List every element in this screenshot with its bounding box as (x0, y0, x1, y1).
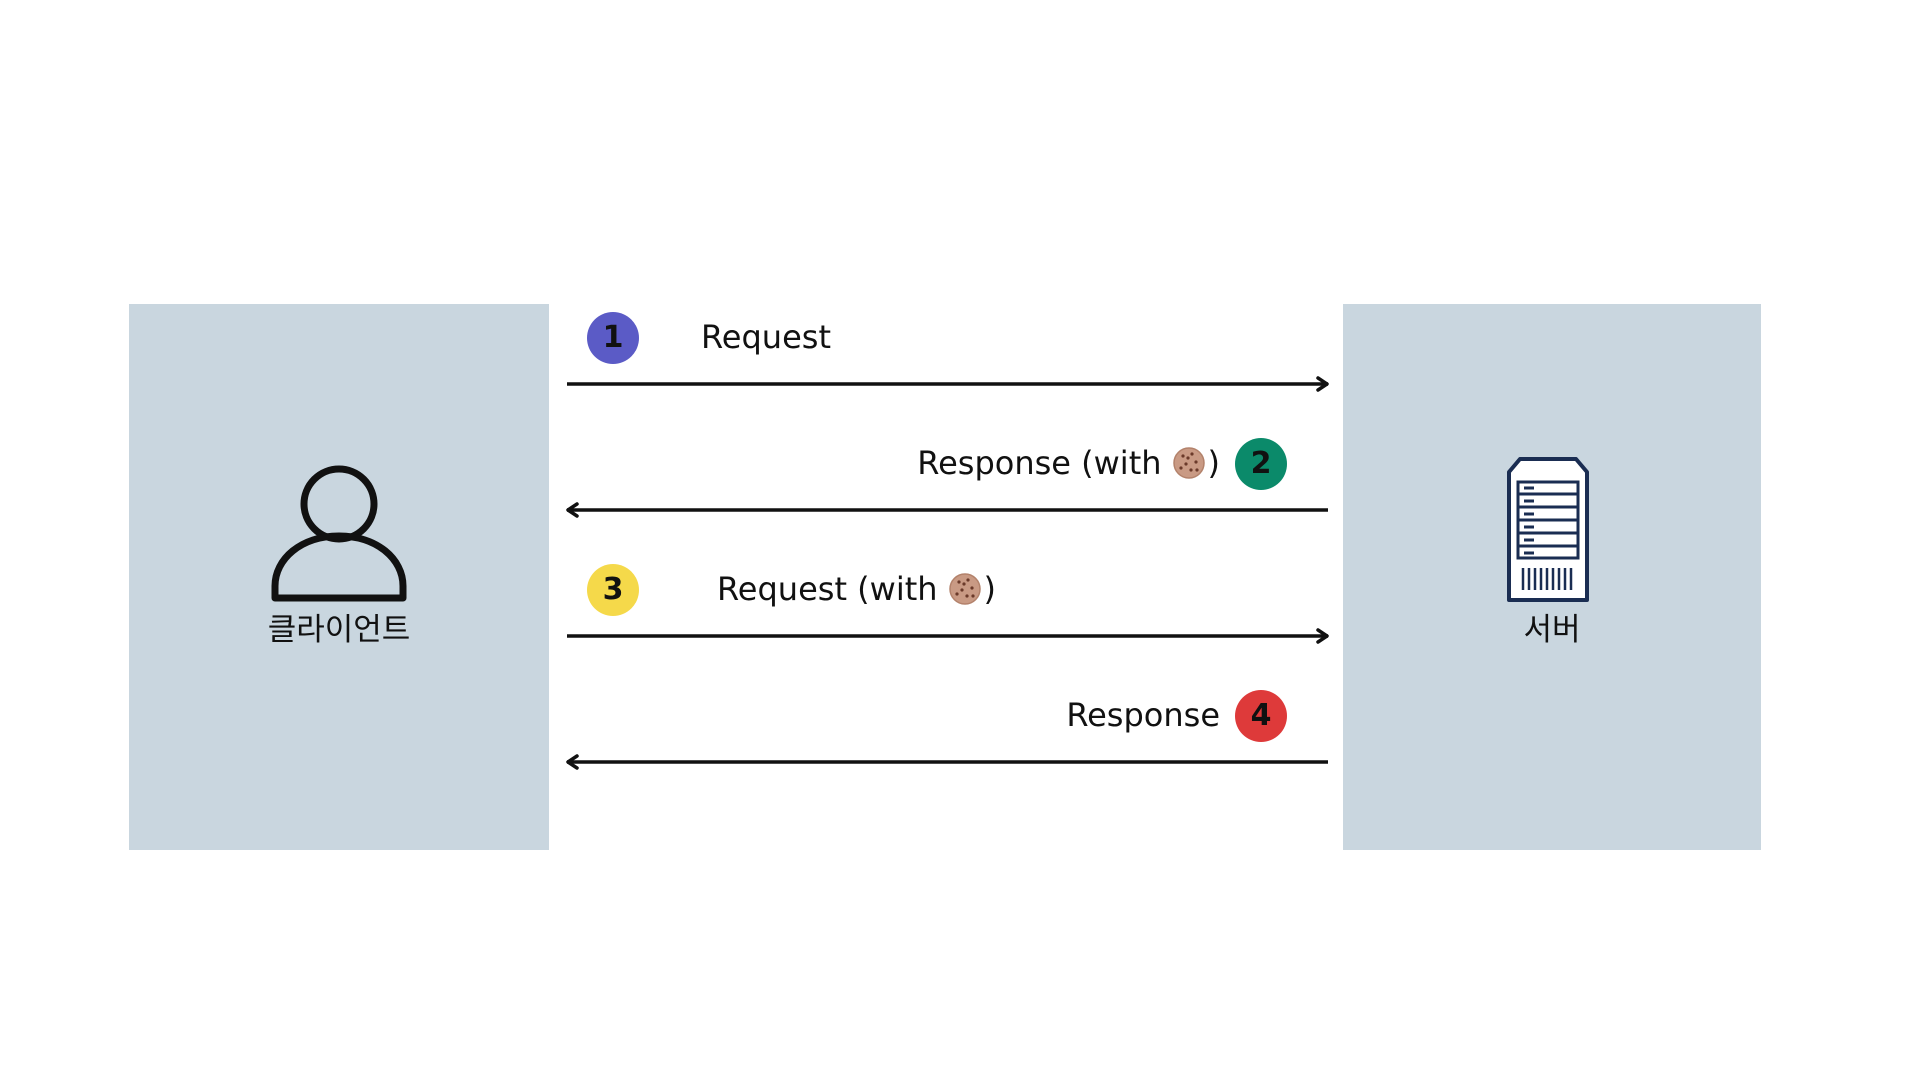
flow-label-text: Request (with (717, 570, 938, 608)
flow-label: Response (with) (917, 444, 1220, 482)
flow-request: 1 Request (565, 312, 1330, 392)
server-label: 서버 (1523, 612, 1581, 648)
flow-label: Response (1066, 696, 1220, 734)
flow-response: 4 Response (565, 690, 1330, 770)
arrow-head (1316, 628, 1329, 644)
closing-paren: ) (1207, 444, 1220, 482)
flow-label-text: Response (with (917, 444, 1162, 482)
arrow-right (567, 376, 1329, 392)
server-icon (1507, 457, 1589, 602)
flow-label: Request (with) (717, 570, 996, 608)
arrow-head (1316, 376, 1329, 392)
step-badge-3: 3 (587, 564, 639, 616)
flow-response-with-cookie: 2 Response (with) (565, 438, 1330, 518)
flow-request-with-cookie: 3 Request (with) (565, 564, 1330, 644)
client-label: 클라이언트 (267, 612, 411, 648)
client-panel: 클라이언트 (129, 304, 549, 850)
cookie-icon (1172, 447, 1205, 479)
arrow-left (566, 754, 1328, 770)
flow-label-text: Response (1066, 696, 1220, 734)
flow-label: Request (701, 318, 831, 356)
arrow-head (566, 502, 579, 518)
arrow-head (566, 754, 579, 770)
step-badge-4: 4 (1235, 690, 1287, 742)
step-badge-1: 1 (587, 312, 639, 364)
cookie-icon (948, 573, 981, 605)
person-icon (271, 465, 407, 602)
flow-label-text: Request (701, 318, 831, 356)
closing-paren: ) (983, 570, 997, 608)
arrow-left (566, 502, 1328, 518)
step-badge-2: 2 (1235, 438, 1287, 490)
server-panel: 서버 (1343, 304, 1761, 850)
arrow-right (567, 628, 1329, 644)
